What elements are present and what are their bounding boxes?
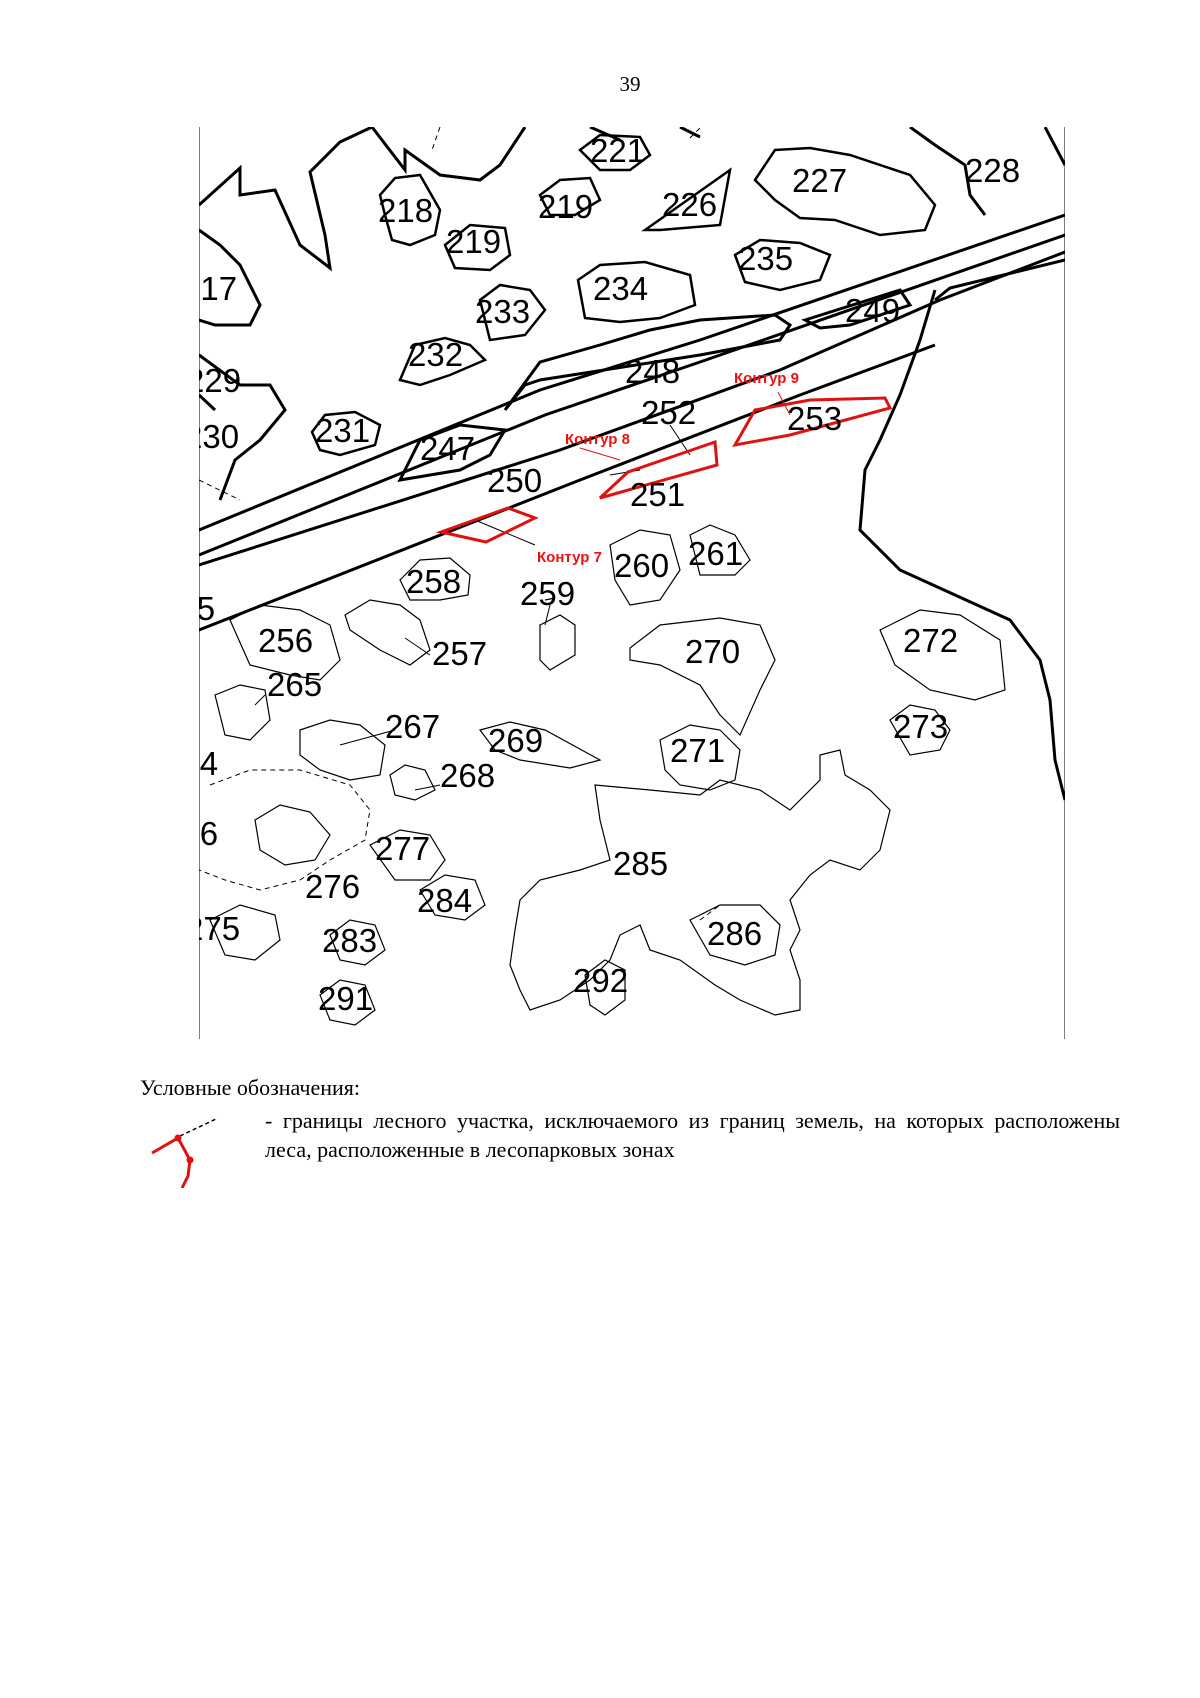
plot-number: 269 xyxy=(488,722,543,759)
plot-number: 250 xyxy=(487,462,542,499)
plot-number: 228 xyxy=(965,152,1020,189)
plot-number: 219 xyxy=(446,223,501,260)
forest-map: 218 219 219 221 226 227 228 217 229 230 … xyxy=(160,127,1065,1039)
plot-number: 257 xyxy=(432,635,487,672)
plot-number: 264 xyxy=(163,745,218,782)
plot-number: 229 xyxy=(186,362,241,399)
plot-number: 277 xyxy=(375,830,430,867)
contour-8-label: Контур 8 xyxy=(565,431,630,448)
contour-9-label: Контур 9 xyxy=(734,370,799,387)
plot-number: 265 xyxy=(267,666,322,703)
plot-number: 251 xyxy=(630,476,685,513)
plot-number: 284 xyxy=(417,882,472,919)
plot-number: 258 xyxy=(406,563,461,600)
plot-number: 275 xyxy=(185,910,240,947)
plot-number: 283 xyxy=(322,922,377,959)
plot-number: 253 xyxy=(787,400,842,437)
plot-number: 292 xyxy=(573,962,628,999)
plot-number: 218 xyxy=(378,192,433,229)
contour-7-outline xyxy=(435,506,539,544)
plot-number: 266 xyxy=(163,815,218,852)
plot-number: 270 xyxy=(685,633,740,670)
plot-number: 276 xyxy=(305,868,360,905)
plot-number: 221 xyxy=(590,132,645,169)
page-number: 39 xyxy=(619,72,641,96)
plot-number: 267 xyxy=(385,708,440,745)
plot-number: 248 xyxy=(625,353,680,390)
plot-number: 268 xyxy=(440,757,495,794)
plot-number: 286 xyxy=(707,915,762,952)
contour-9-outline xyxy=(732,396,893,448)
plot-number: 232 xyxy=(408,336,463,373)
plot-number: 217 xyxy=(182,270,237,307)
plot-number: 273 xyxy=(893,708,948,745)
plot-number: 235 xyxy=(738,240,793,277)
plot-number: 231 xyxy=(315,412,370,449)
plot-number: 259 xyxy=(520,575,575,612)
plot-number: 249 xyxy=(845,292,900,329)
plot-number: 230 xyxy=(184,418,239,455)
plot-number: 247 xyxy=(420,430,475,467)
plot-number: 256 xyxy=(258,622,313,659)
plot-number: 271 xyxy=(670,732,725,769)
plot-number: 227 xyxy=(792,162,847,199)
plot-number: 226 xyxy=(662,186,717,223)
plot-number: 272 xyxy=(903,622,958,659)
plot-number: 255 xyxy=(160,590,215,627)
plot-number: 291 xyxy=(318,980,373,1017)
plot-number: 285 xyxy=(613,845,668,882)
boundary-upper xyxy=(199,127,527,272)
contour-8-outline xyxy=(598,439,719,500)
legend-description: - границы лесного участка, исключаемого … xyxy=(265,1108,1120,1162)
plot-number: 252 xyxy=(641,394,696,431)
red-boundary-line-icon xyxy=(151,1117,219,1188)
legend-title: Условные обозначения: xyxy=(140,1075,361,1100)
contour-7-label: Контур 7 xyxy=(537,549,602,566)
plot-number: 219 xyxy=(538,188,593,225)
plot-number: 234 xyxy=(593,270,648,307)
plot-number: 260 xyxy=(614,547,669,584)
plot-number: 261 xyxy=(688,535,743,572)
plot-number: 233 xyxy=(475,293,530,330)
